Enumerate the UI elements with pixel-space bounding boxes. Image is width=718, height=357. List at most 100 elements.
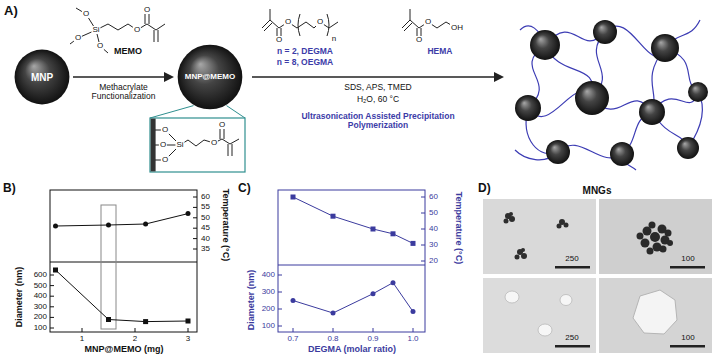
panel-label: A)	[4, 4, 18, 18]
micrograph	[557, 224, 562, 229]
data-series	[391, 280, 396, 285]
degma-structure	[288, 22, 338, 28]
micrograph	[515, 255, 520, 260]
reaction-arrow	[494, 72, 504, 82]
chart-axes	[278, 190, 425, 332]
micrograph	[599, 199, 712, 274]
tick-label: 0.7	[287, 335, 298, 344]
atom-label: O	[159, 141, 167, 149]
scale-label: 250	[565, 255, 578, 264]
edge-label: Methacrylate Functionalization	[78, 83, 170, 102]
chart-axes	[50, 275, 54, 328]
surface-structure	[180, 139, 222, 146]
tick-label: 1	[80, 335, 84, 344]
micrograph	[555, 266, 590, 269]
monomer-name: n = 8, OEGMA	[277, 58, 333, 67]
nanoparticle	[515, 20, 708, 166]
atom-label: O	[82, 10, 90, 18]
data-series	[293, 283, 413, 313]
degma-structure	[262, 9, 338, 38]
axis-title: Temperature (°C)	[453, 192, 463, 264]
panel-label: D)	[478, 182, 491, 195]
nanoparticle	[610, 142, 634, 166]
surface-structure	[228, 144, 232, 156]
data-series	[53, 268, 58, 273]
data-series	[53, 211, 191, 324]
atom-label: O	[218, 121, 226, 129]
micrograph	[505, 291, 519, 303]
data-series	[143, 319, 148, 324]
zoom-lens	[151, 119, 156, 172]
atom-label: O	[275, 36, 283, 44]
chart-axes	[50, 262, 197, 263]
reaction-condition: H₂O, 60 °C	[357, 95, 399, 104]
micrograph	[647, 248, 654, 255]
micrograph	[509, 212, 513, 216]
tick-label: 100	[262, 322, 275, 331]
data-series	[411, 309, 416, 314]
surface-structure	[222, 139, 239, 144]
data-series	[106, 223, 111, 228]
data-series	[106, 317, 111, 322]
micrograph	[649, 222, 656, 229]
degma-structure	[262, 20, 272, 31]
scale-label: 100	[681, 255, 694, 264]
atom-label: O	[133, 26, 141, 34]
scale-label: 250	[565, 334, 578, 343]
hema-structure	[402, 20, 412, 31]
tick-label: 400	[262, 271, 275, 280]
reaction-condition: SDS, APS, TMED	[344, 83, 411, 92]
particle-node: MNP	[14, 49, 70, 105]
compound-name: MEMO	[114, 47, 142, 57]
tick-label: 0.8	[327, 335, 338, 344]
micrograph	[504, 212, 569, 260]
nanoparticle	[593, 20, 617, 44]
micrograph	[555, 345, 590, 348]
chart-axes	[278, 265, 425, 266]
tick-label: 60	[429, 193, 438, 202]
micrograph	[599, 278, 712, 353]
micrograph	[633, 290, 677, 334]
zoom-lens	[150, 118, 245, 172]
tick-label: 45	[201, 224, 210, 233]
chart-axes	[421, 197, 425, 261]
scale-label: 100	[681, 334, 694, 343]
nanoparticle	[515, 95, 541, 121]
tick-label: 30	[429, 241, 438, 250]
chart-axes	[193, 197, 197, 249]
tick-label: 20	[429, 257, 438, 266]
nanoparticle	[651, 34, 679, 62]
tick-label: 100	[34, 324, 47, 333]
tick-label: 400	[34, 292, 47, 301]
data-series	[371, 227, 376, 232]
micrograph	[509, 216, 515, 222]
micrograph	[660, 246, 667, 253]
micrograph	[670, 266, 705, 269]
hema-structure	[410, 9, 411, 20]
atom-label: O	[284, 18, 292, 26]
micrograph	[599, 278, 712, 353]
monomer-name: n = 2, DEGMA	[277, 47, 333, 56]
repeat-index: n	[331, 35, 337, 43]
micrograph	[665, 230, 672, 237]
data-series	[291, 195, 296, 200]
axis-title: Temperature (°C)	[220, 189, 230, 261]
tick-label: 50	[429, 209, 438, 218]
particle-name: MNP	[31, 72, 53, 83]
nanoparticle	[677, 137, 699, 159]
tick-label: 300	[262, 288, 275, 297]
atom-label: OH	[450, 24, 464, 32]
tick-label: 300	[34, 302, 47, 311]
atom-label: O	[316, 18, 324, 26]
atom-label: O	[143, 6, 151, 14]
micrograph	[670, 345, 705, 348]
atom-label: O	[74, 34, 82, 42]
panel-title: MNGs	[583, 185, 612, 196]
data-series	[371, 291, 376, 296]
tick-label: 35	[201, 245, 210, 254]
arrow-head	[164, 72, 174, 82]
data-series	[291, 298, 296, 303]
data-series	[411, 241, 416, 246]
micrograph	[505, 291, 572, 336]
nanoparticle	[688, 82, 708, 102]
